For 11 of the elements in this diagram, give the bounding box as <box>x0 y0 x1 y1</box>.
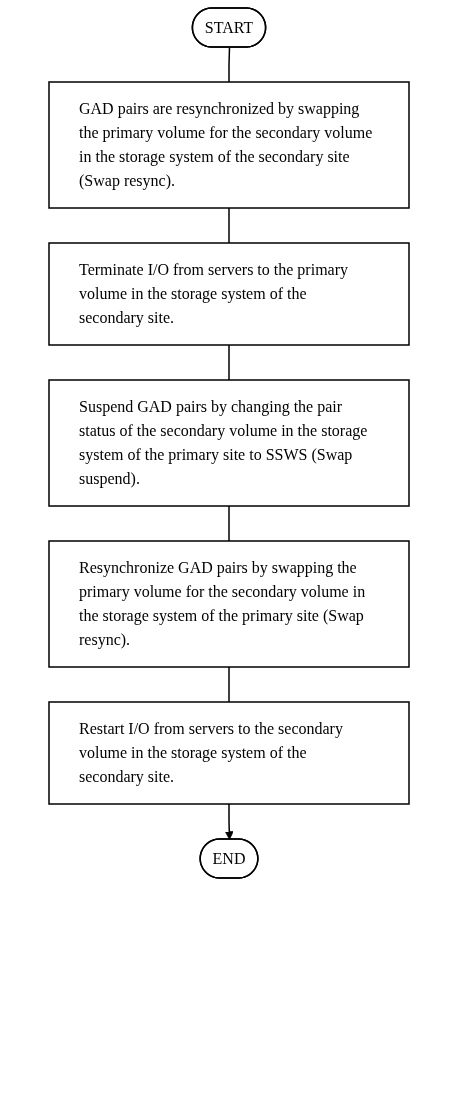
connector <box>228 505 230 542</box>
connector <box>228 46 231 83</box>
node-box: Restart I/O from servers to the secondary volume in the storage system of the secondary site. <box>48 701 410 805</box>
node-box: Terminate I/O from servers to the primary volume in the storage system of the secondary site. <box>48 242 410 346</box>
node-box: GAD pairs are resynchronized by swapping the primary volume for the secondary volume in the storage system of the secondary site (Swap resync). <box>48 81 410 209</box>
connector <box>228 344 230 381</box>
node-box: Resynchronize GAD pairs by swapping the primary volume for the secondary volume in the storage system of the primary site (Swap resync). <box>48 540 410 668</box>
arrow <box>224 803 234 840</box>
node-box: Suspend GAD pairs by changing the pair status of the secondary volume in the storage system of the primary site to SSWS (Swap suspend). <box>48 379 410 507</box>
connector <box>228 666 230 703</box>
connector <box>228 207 230 244</box>
